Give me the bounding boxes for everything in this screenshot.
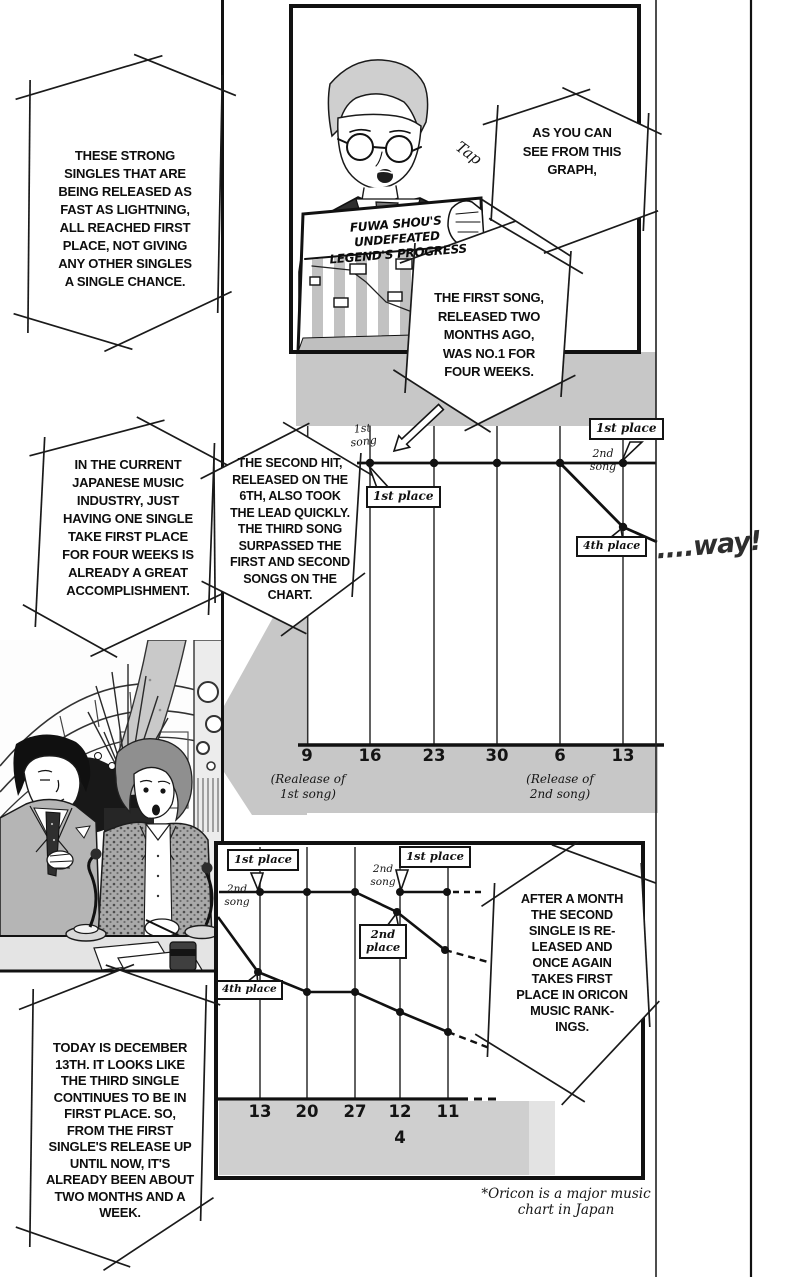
upper-axis-tick-9: 9 xyxy=(301,746,313,765)
callout-1st-place-first-song: 1st place xyxy=(366,486,441,508)
callout-4th-place-first-song: 4th place xyxy=(576,536,648,557)
upper-axis-tick-16: 16 xyxy=(358,746,382,765)
callout-4th-place-lower: 4th place xyxy=(216,980,283,1000)
upper-axis-tick-6: 6 xyxy=(554,746,566,765)
upper-axis-tick-23: 23 xyxy=(422,746,446,765)
release-note-2nd-song: (Release of 2nd song) xyxy=(526,772,594,801)
upper-axis-tick-13: 13 xyxy=(611,746,635,765)
callout-1st-place-second-song: 1st place xyxy=(589,418,664,440)
speech-bubble-text-as-you-can-see: AS YOU CAN SEE FROM THIS GRAPH, xyxy=(522,125,622,177)
footnote-oricon: *Oricon is a major music chart in Japan xyxy=(481,1186,651,1218)
speech-bubble-text-after-a-month: AFTER A MONTH THE SECOND SINGLE IS RE- L… xyxy=(516,891,628,1034)
speech-bubble-text-second-hit: THE SECOND HIT, RELEASED ON THE 6TH, ALS… xyxy=(230,456,350,602)
speech-bubble-text-first-song: THE FIRST SONG, RELEASED TWO MONTHS AGO,… xyxy=(434,290,544,379)
label-2nd-song: 2nd song xyxy=(589,447,617,473)
lower-axis-tick-month-4: 4 xyxy=(394,1128,406,1147)
lower-axis-tick-13: 13 xyxy=(248,1102,272,1121)
callout-1st-place-lower-right: 1st place xyxy=(399,846,471,868)
lower-axis-tick-11: 11 xyxy=(436,1102,460,1121)
label-1st-song: 1st song xyxy=(349,421,378,450)
lower-axis-tick-12: 12 xyxy=(388,1102,412,1121)
upper-axis-tick-30: 30 xyxy=(485,746,509,765)
release-note-1st-song: (Realease of 1st song) xyxy=(270,772,346,801)
speech-bubble-text-current-industry: IN THE CURRENT JAPANESE MUSIC INDUSTRY, … xyxy=(62,457,194,598)
callout-2nd-place: 2nd place xyxy=(359,924,407,959)
label-2nd-song-lower-a: 2nd song xyxy=(224,883,250,908)
lower-axis-tick-20: 20 xyxy=(295,1102,319,1121)
speech-bubble-text-today-december: TODAY IS DECEMBER 13TH. IT LOOKS LIKE TH… xyxy=(45,1040,195,1220)
label-2nd-song-lower-b: 2nd song xyxy=(370,863,396,888)
speech-bubble-text-strong-singles: THESE STRONG SINGLES THAT ARE BEING RELE… xyxy=(58,148,192,289)
lower-axis-tick-27: 27 xyxy=(343,1102,367,1121)
callout-1st-place-lower-left: 1st place xyxy=(227,849,299,871)
